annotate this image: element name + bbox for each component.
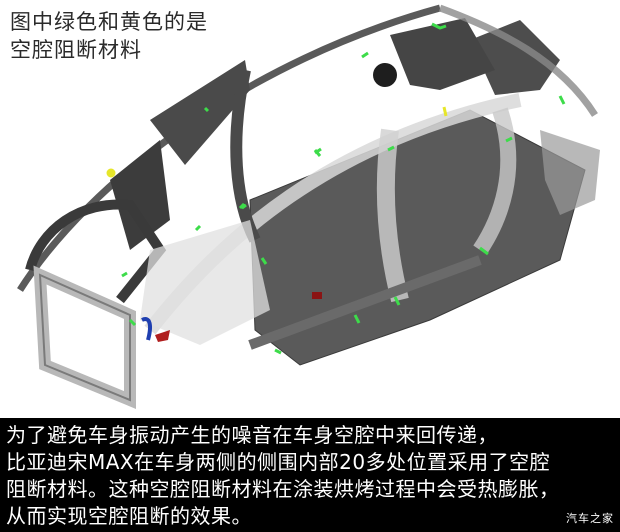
- annotation-line: 图中绿色和黄色的是: [10, 10, 208, 34]
- car-body-illustration: [17, 4, 600, 409]
- caption-bar: 为了避免车身振动产生的噪音在车身空腔中来回传递， 比亚迪宋MAX在车身两侧的侧围…: [0, 418, 620, 532]
- cavity-blockers-green: [121, 22, 566, 355]
- annotation-label: 图中绿色和黄色的是 空腔阻断材料: [10, 8, 208, 64]
- illustration-area: 图中绿色和黄色的是 空腔阻断材料: [10, 4, 600, 409]
- caption-line: 比亚迪宋MAX在车身两侧的侧围内部20多处位置采用了空腔: [6, 450, 551, 474]
- watermark-logo: 汽车之家: [566, 512, 614, 525]
- caption-line: 阻断材料。这种空腔阻断材料在涂装烘烤过程中会受热膨胀，: [6, 477, 560, 501]
- caption-line: 为了避免车身振动产生的噪音在车身空腔中来回传递，: [6, 423, 498, 447]
- caption-line: 从而实现空腔阻断的效果。: [6, 504, 252, 528]
- cavity-blockers-yellow: [106, 106, 448, 178]
- annotation-line: 空腔阻断材料: [10, 38, 142, 62]
